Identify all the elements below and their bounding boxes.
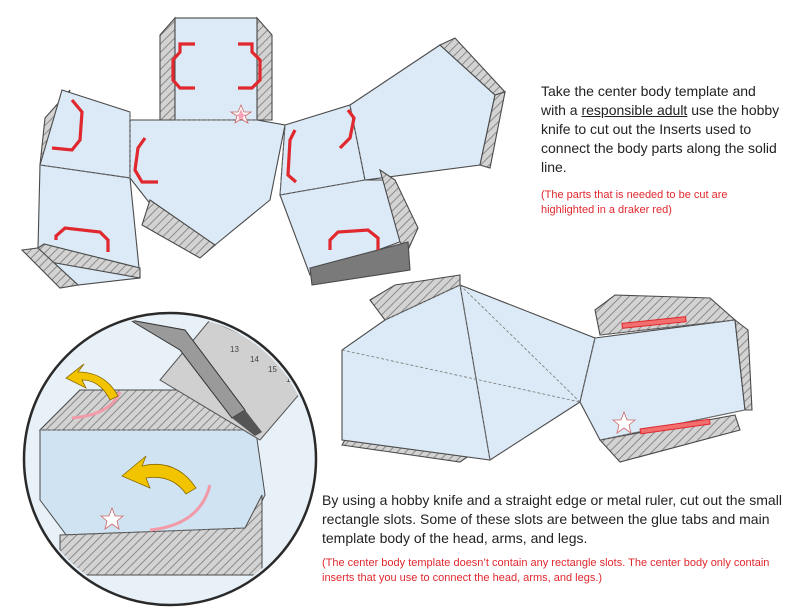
head-panel: [174, 17, 258, 121]
ruler-mark: 13: [230, 345, 239, 354]
step1-text-before: Take the center body template and with a: [541, 83, 756, 118]
insert-cut-lines: [51, 42, 380, 252]
hobby-knife-icon: [129, 319, 262, 436]
instruction-step2: By using a hobby knife and a straight ed…: [322, 492, 782, 546]
glue-tab: [309, 241, 411, 286]
curved-arrow-icon: [121, 455, 197, 495]
glue-tab: [20, 247, 80, 289]
magnifier-circle-icon: 13 14 15 16 A: [22, 311, 318, 607]
responsible-adult-text: responsible adult: [581, 102, 688, 118]
glue-tab: [369, 274, 461, 321]
ruler-mark: 14: [250, 355, 259, 364]
glue-tab: [734, 318, 753, 411]
instruction-step1: Take the center body template and with a…: [541, 82, 781, 177]
step1-text-after: use the hobby knife to cut out the Inser…: [541, 102, 780, 175]
star-icon: [229, 103, 253, 124]
glue-tab: [141, 199, 216, 259]
head-fold-lines: [341, 284, 746, 461]
rectangle-slot: [621, 316, 687, 329]
head-template: [341, 274, 753, 463]
rectangle-slot: [639, 418, 711, 435]
center-body-template: [20, 16, 507, 289]
star-icon: [611, 410, 637, 434]
glue-tab: [379, 168, 419, 251]
ruler-mark: A: [298, 364, 304, 374]
glue-tab: [479, 91, 506, 169]
left-arm-panel: [39, 89, 131, 179]
star-icon: [99, 506, 125, 530]
curved-arrow-icon: [65, 363, 119, 401]
rectangle-slots: [621, 316, 711, 435]
instruction-step1-note: (The parts that is needed to be cut are …: [541, 189, 728, 216]
ruler-mark: 15: [268, 365, 277, 374]
instruction-step2-note: (The center body template doesn’t contai…: [322, 557, 770, 584]
